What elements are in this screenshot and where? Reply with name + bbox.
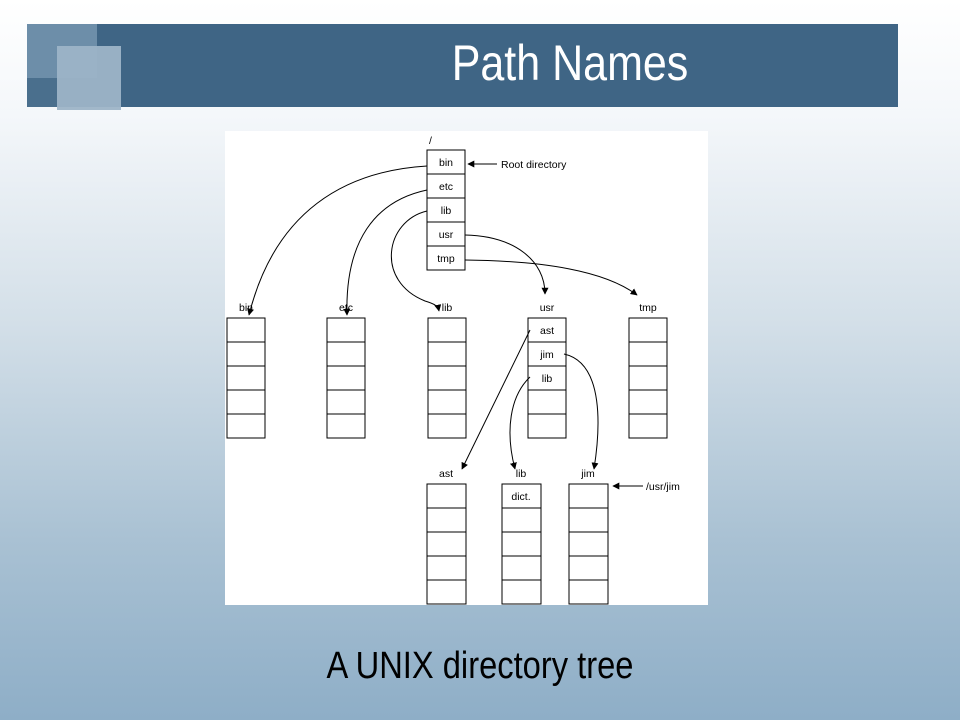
directory-entry-cell — [628, 389, 668, 415]
directory-entry-cell — [568, 555, 609, 581]
usr-entry-lib: lib — [542, 373, 553, 385]
directory-entry-cell — [527, 317, 567, 343]
directory-ast: ast — [426, 468, 467, 605]
directory-entry-cell — [501, 507, 542, 533]
directory-entry-cell — [427, 389, 467, 415]
directory-entry-cell — [427, 341, 467, 367]
lib-entry-dict: dict. — [511, 491, 530, 503]
directory-entry-cell — [628, 341, 668, 367]
directory-entry-cell — [501, 579, 542, 605]
directory-entry-cell — [628, 413, 668, 439]
directory-entry-cell — [427, 317, 467, 343]
directory-usr-lib-label: lib — [516, 468, 527, 480]
decorative-square — [57, 46, 121, 110]
directory-usr: usr ast jim lib — [527, 302, 567, 439]
root-entry-cell — [426, 173, 466, 199]
arrow-bin — [247, 165, 428, 316]
directory-etc-label: etc — [339, 302, 353, 314]
directory-entry-cell — [427, 413, 467, 439]
directory-entry-cell — [226, 413, 266, 439]
title-bar — [27, 24, 898, 107]
directory-entry-cell — [568, 507, 609, 533]
directory-entry-cell — [568, 579, 609, 605]
directory-entry-cell — [326, 341, 366, 367]
root-entry-bin: bin — [439, 157, 453, 169]
arrow-usr-lib — [509, 376, 531, 470]
arrow-ast — [461, 329, 531, 470]
directory-entry-cell — [226, 341, 266, 367]
directory-ast-label: ast — [439, 468, 453, 480]
directory-entry-cell — [568, 483, 609, 509]
directory-entry-cell — [501, 531, 542, 557]
directory-etc: etc — [326, 302, 366, 439]
directory-entry-cell — [628, 317, 668, 343]
directory-entry-cell — [326, 389, 366, 415]
directory-entry-cell — [326, 365, 366, 391]
directory-entry-cell — [226, 389, 266, 415]
usr-entry-jim: jim — [539, 349, 554, 361]
root-entry-etc: etc — [439, 181, 453, 193]
directory-entry-cell — [501, 483, 542, 509]
directory-entry-cell — [226, 365, 266, 391]
directory-jim-label: jim — [580, 468, 595, 480]
directory-entry-cell — [426, 507, 467, 533]
directory-lib-label: lib — [442, 302, 453, 314]
directory-entry-cell — [426, 531, 467, 557]
arrow-lib — [390, 210, 442, 312]
directory-tmp: tmp — [628, 302, 668, 439]
slide-title: Path Names — [451, 35, 689, 91]
arrow-tmp — [464, 259, 638, 296]
decorative-square — [27, 78, 57, 107]
directory-usr-label: usr — [540, 302, 555, 314]
directory-bin: bin — [226, 302, 266, 439]
directory-entry-cell — [426, 483, 467, 509]
directory-entry-cell — [568, 531, 609, 557]
directory-entry-cell — [426, 579, 467, 605]
usr-jim-annotation: /usr/jim — [646, 481, 680, 493]
directory-jim: jim /usr/jim — [568, 468, 680, 605]
arrow-usr — [464, 234, 549, 295]
arrow-jim — [563, 353, 599, 470]
directory-usr-lib: lib dict. — [501, 468, 542, 605]
directory-tree-diagram: / bin etc lib usr tmp Root directory bin — [225, 131, 708, 605]
directory-entry-cell — [628, 365, 668, 391]
arrow-etc — [343, 189, 428, 316]
directory-lib: lib — [427, 302, 467, 439]
root-entry-tmp: tmp — [437, 253, 455, 265]
root-directory: / bin etc lib usr tmp Root directory — [426, 135, 567, 271]
root-entry-cell — [426, 245, 466, 271]
directory-entry-cell — [427, 365, 467, 391]
directory-entry-cell — [426, 555, 467, 581]
directory-tmp-label: tmp — [639, 302, 657, 314]
directory-entry-cell — [326, 317, 366, 343]
directory-entry-cell — [527, 413, 567, 439]
root-entry-cell — [426, 197, 466, 223]
root-entry-lib: lib — [441, 205, 452, 217]
slide-caption: A UNIX directory tree — [326, 645, 634, 687]
directory-entry-cell — [501, 555, 542, 581]
usr-entry-ast: ast — [540, 325, 554, 337]
directory-entry-cell — [527, 389, 567, 415]
root-directory-annotation: Root directory — [501, 159, 567, 171]
directory-entry-cell — [326, 413, 366, 439]
directory-entry-cell — [226, 317, 266, 343]
directory-entry-cell — [527, 365, 567, 391]
root-entry-usr: usr — [439, 229, 454, 241]
root-directory-label: / — [429, 135, 432, 147]
